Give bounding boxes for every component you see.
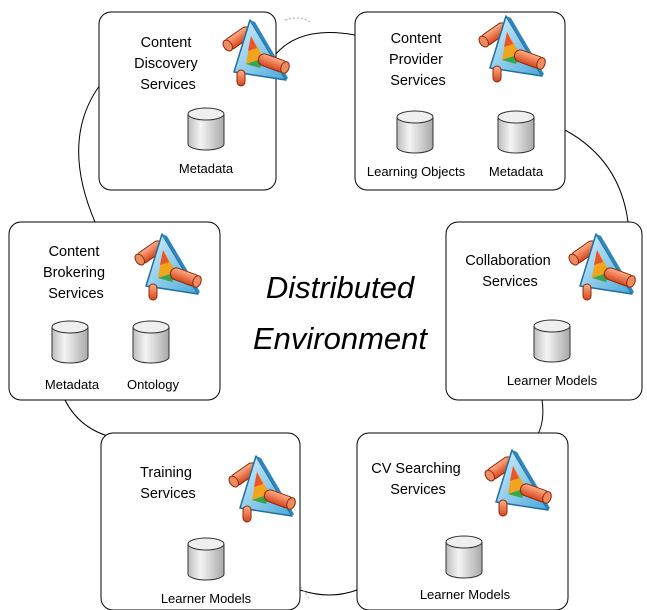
database-label: Learner Models bbox=[161, 591, 252, 606]
service-title-line: Services bbox=[140, 77, 196, 93]
service-title-line: CV Searching bbox=[371, 461, 460, 477]
database-icon bbox=[396, 110, 434, 154]
connector-discovery-brokering bbox=[78, 84, 101, 223]
service-title-line: Services bbox=[390, 73, 446, 89]
service-title: Content Brokering Services bbox=[43, 244, 109, 302]
service-collaboration: Collaboration Services Learner Models bbox=[445, 221, 643, 401]
service-box bbox=[356, 432, 569, 610]
service-content-provider: Content Provider Services Learning Objec… bbox=[354, 11, 566, 191]
center-label: Distributed Environment bbox=[253, 270, 428, 356]
service-title-line: Services bbox=[390, 482, 446, 498]
database-icon bbox=[187, 537, 225, 581]
database-icon bbox=[497, 110, 535, 154]
database-label: Learner Models bbox=[507, 373, 598, 388]
database-label: Ontology bbox=[127, 377, 180, 392]
dotted-discovery-top bbox=[284, 17, 311, 23]
database-icon bbox=[51, 320, 89, 364]
ring-connectors bbox=[64, 32, 629, 596]
service-title-line: Discovery bbox=[134, 56, 198, 72]
connector-brokering-training bbox=[64, 399, 116, 439]
service-training: Training Services Learner Models bbox=[100, 432, 301, 610]
connector-training-cvsearch bbox=[299, 589, 358, 596]
service-title: Content Discovery Services bbox=[134, 35, 202, 93]
service-title-line: Content bbox=[391, 31, 442, 47]
database-label: Metadata bbox=[489, 164, 544, 179]
database-icon bbox=[132, 320, 170, 364]
database-label: Metadata bbox=[179, 161, 234, 176]
connector-discovery-provider bbox=[274, 32, 356, 56]
service-title-line: Services bbox=[48, 286, 104, 302]
service-title-line: Services bbox=[140, 486, 196, 502]
database-label: Learner Models bbox=[420, 587, 511, 602]
service-title: CV Searching Services bbox=[371, 461, 465, 498]
service-title-line: Collaboration bbox=[465, 253, 550, 269]
service-title: Collaboration Services bbox=[465, 253, 554, 290]
database-icon bbox=[187, 107, 225, 151]
service-content-brokering: Content Brokering Services Metadata Onto… bbox=[8, 221, 221, 401]
service-content-discovery: Content Discovery Services Metadata bbox=[98, 11, 292, 191]
database-icon bbox=[445, 535, 483, 579]
service-box bbox=[8, 221, 221, 401]
center-label-line1: Distributed bbox=[266, 270, 416, 305]
database-label: Metadata bbox=[45, 377, 100, 392]
service-title: Content Provider Services bbox=[389, 31, 447, 89]
connector-provider-collaboration bbox=[564, 129, 629, 223]
service-title-line: Services bbox=[482, 274, 538, 290]
service-title-line: Content bbox=[49, 244, 100, 260]
service-title-line: Brokering bbox=[43, 265, 105, 281]
service-title-line: Content bbox=[141, 35, 192, 51]
database-icon bbox=[533, 319, 571, 363]
service-box bbox=[100, 432, 301, 610]
connector-collaboration-cvsearch bbox=[537, 399, 544, 435]
service-title-line: Training bbox=[140, 465, 192, 481]
service-cv-searching: CV Searching Services Learner Models bbox=[356, 432, 569, 610]
service-title: Training Services bbox=[140, 465, 196, 502]
database-label: Learning Objects bbox=[367, 164, 466, 179]
service-title-line: Provider bbox=[389, 52, 443, 68]
service-box bbox=[98, 11, 277, 191]
center-label-line2: Environment bbox=[253, 321, 428, 356]
